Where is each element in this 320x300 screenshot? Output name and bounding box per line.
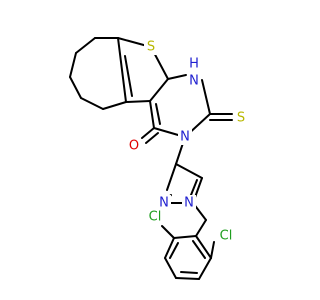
bond (169, 242, 179, 259)
bond (161, 225, 175, 239)
bond (155, 103, 161, 125)
bond (173, 235, 197, 239)
bond (69, 76, 82, 99)
bond (102, 101, 127, 110)
bond (69, 52, 77, 78)
bond (195, 235, 212, 259)
sulfur-atom-thione: S (237, 111, 245, 126)
hydrogen-atom: H (189, 57, 199, 72)
atom-labels: S H N S N O N N Cl Cl (129, 39, 245, 244)
nitrogen-atom-pyrazole-2: N (159, 196, 169, 211)
bond (198, 257, 212, 280)
bond (141, 127, 155, 139)
bond (125, 100, 151, 103)
bond (80, 97, 104, 110)
bond (175, 163, 203, 179)
sulfur-atom-ring: S (147, 40, 155, 55)
chlorine-atom-right: Cl (220, 229, 233, 244)
thiophene-ring (117, 37, 169, 103)
bond (164, 257, 177, 279)
bond (210, 241, 215, 259)
bond (164, 237, 175, 259)
oxygen-atom: O (129, 139, 139, 154)
bond (175, 277, 200, 280)
bond (149, 100, 155, 129)
bond (117, 37, 127, 103)
bond (166, 163, 177, 191)
cycloheptane-ring (69, 37, 127, 110)
molecule-structure: S H N S N O N N Cl Cl (69, 37, 245, 280)
chlorine-atom-left: Cl (149, 210, 162, 225)
bond (195, 219, 207, 237)
bond (145, 132, 159, 144)
bond (124, 55, 133, 97)
bond (75, 37, 96, 54)
nitrogen-atom-nh: N (189, 74, 199, 89)
bond (192, 240, 206, 259)
bond (201, 79, 211, 115)
bond (180, 271, 198, 274)
nitrogen-atom-pyrazole-1: N (184, 196, 194, 211)
bond (167, 74, 187, 80)
bond (149, 78, 169, 102)
nitrogen-atom-3: N (180, 130, 190, 145)
dichlorophenyl-ring (161, 219, 215, 280)
